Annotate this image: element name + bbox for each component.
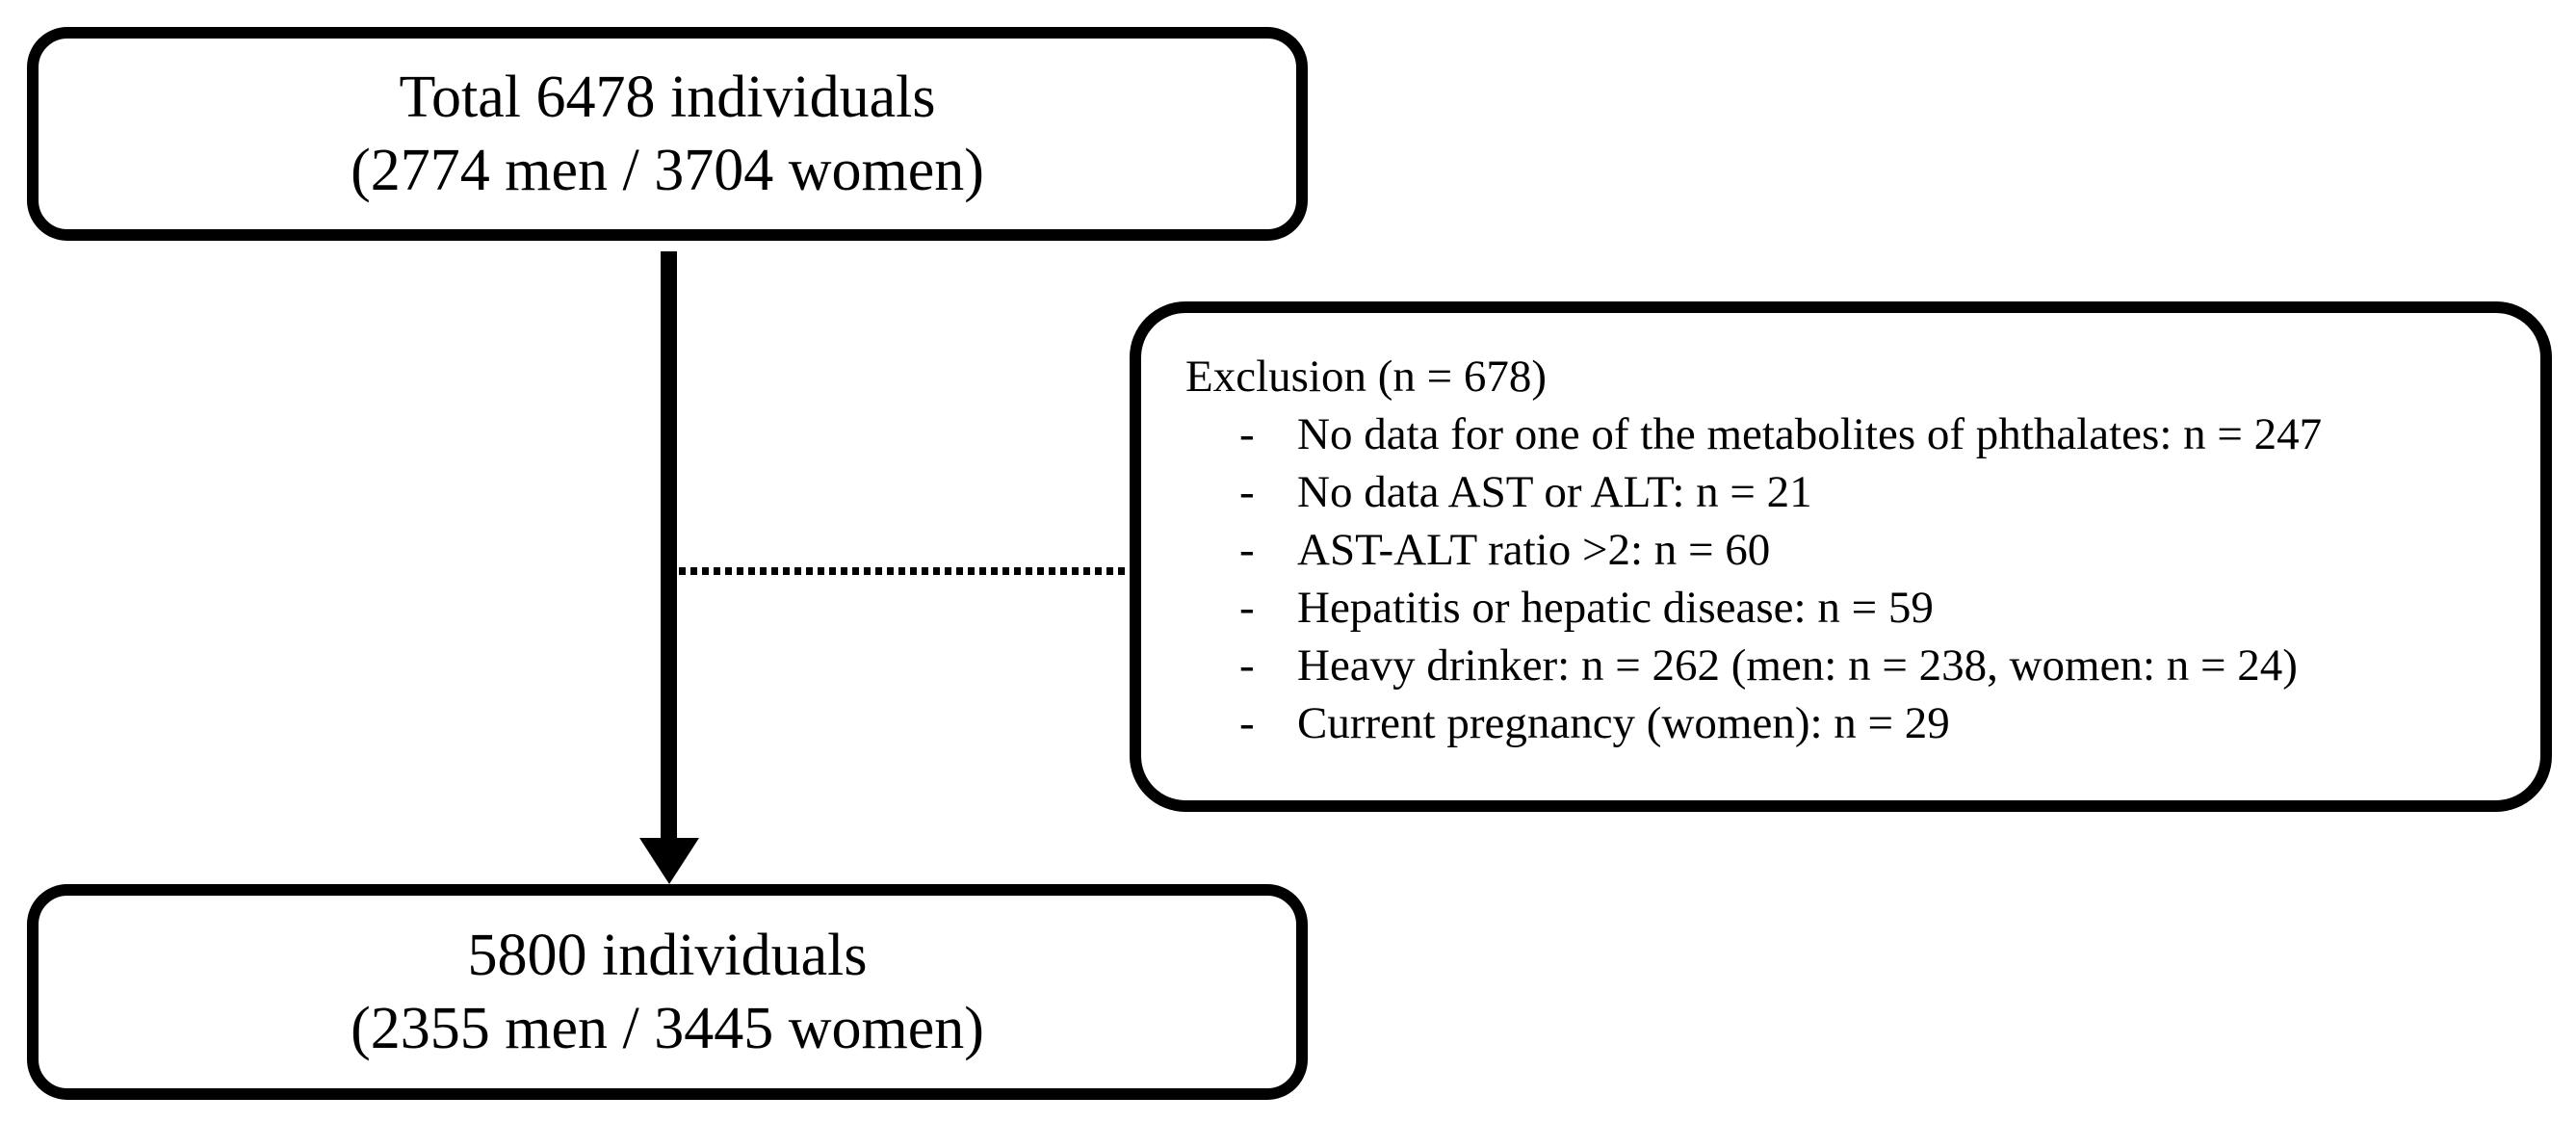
total-population-box: Total 6478 individuals (2774 men / 3704 … [27, 27, 1308, 241]
bullet-dash-icon: - [1239, 698, 1255, 748]
final-population-line1: 5800 individuals [467, 923, 868, 988]
exclusion-item: - Heavy drinker: n = 262 (men: n = 238, … [1185, 637, 2513, 694]
exclusion-box: Exclusion (n = 678) - No data for one of… [1130, 301, 2552, 812]
exclusion-item: - No data AST or ALT: n = 21 [1185, 463, 2513, 521]
total-population-line2: (2774 men / 3704 women) [351, 138, 984, 203]
exclusion-list: - No data for one of the metabolites of … [1185, 405, 2513, 752]
final-population-box: 5800 individuals (2355 men / 3445 women) [27, 884, 1308, 1100]
bullet-dash-icon: - [1239, 467, 1255, 517]
exclusion-connector-dotted-line [679, 567, 1132, 575]
bullet-dash-icon: - [1239, 525, 1255, 575]
exclusion-item: - Hepatitis or hepatic disease: n = 59 [1185, 579, 2513, 637]
flow-arrow-shaft [661, 251, 677, 839]
bullet-dash-icon: - [1239, 640, 1255, 691]
exclusion-item: - AST-ALT ratio >2: n = 60 [1185, 521, 2513, 579]
total-population-line1: Total 6478 individuals [399, 65, 936, 130]
exclusion-item-text: Current pregnancy (women): n = 29 [1297, 698, 1950, 748]
flow-arrow-head-icon [639, 838, 699, 884]
exclusion-item-text: AST-ALT ratio >2: n = 60 [1297, 525, 1771, 575]
exclusion-item-text: No data AST or ALT: n = 21 [1297, 467, 1812, 517]
bullet-dash-icon: - [1239, 409, 1255, 459]
exclusion-title: Exclusion (n = 678) [1185, 352, 1548, 402]
bullet-dash-icon: - [1239, 583, 1255, 633]
exclusion-item-text: Heavy drinker: n = 262 (men: n = 238, wo… [1297, 640, 2298, 691]
final-population-line2: (2355 men / 3445 women) [351, 996, 984, 1061]
exclusion-item-text: Hepatitis or hepatic disease: n = 59 [1297, 583, 1934, 633]
exclusion-item-text: No data for one of the metabolites of ph… [1297, 409, 2323, 459]
exclusion-item: - Current pregnancy (women): n = 29 [1185, 694, 2513, 752]
exclusion-item: - No data for one of the metabolites of … [1185, 405, 2513, 463]
